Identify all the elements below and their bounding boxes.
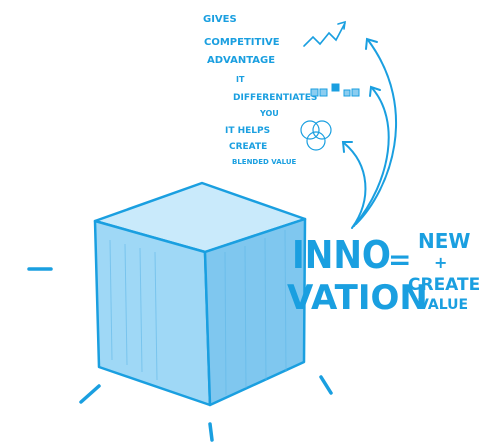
venn-circles-icon — [300, 120, 332, 151]
arrows — [341, 37, 398, 229]
innovation-equation: INNO VATION = NEW + CREATE VALUE — [287, 229, 480, 318]
note-diff-line3: YOU — [259, 109, 279, 118]
innovation-word-bottom: VATION — [287, 278, 428, 318]
blocks-icon — [310, 83, 360, 97]
note-diff-line2: DIFFERENTIATES — [233, 93, 317, 103]
note-diff-line1: IT — [236, 75, 245, 84]
cube-icon — [93, 181, 307, 407]
note-helps-line3: BLENDED VALUE — [232, 158, 297, 166]
note-helps-line1: IT HELPS — [225, 126, 270, 136]
note-competitive-advantage: GIVES COMPETITIVE ADVANTAGE — [203, 14, 280, 66]
innovation-word-top: INNO — [292, 233, 391, 277]
note-competitive-line2: COMPETITIVE — [204, 37, 280, 48]
radiating-lines — [27, 267, 333, 442]
trend-chart-icon — [303, 20, 346, 47]
value-label: VALUE — [418, 297, 468, 313]
note-competitive-line1: GIVES — [203, 14, 237, 25]
plus-sign: + — [434, 253, 447, 272]
note-helps: IT HELPS CREATE BLENDED VALUE — [225, 126, 297, 166]
equals-sign: = — [388, 243, 411, 276]
create-label: CREATE — [408, 275, 480, 295]
note-differentiates: IT DIFFERENTIATES YOU — [233, 75, 317, 118]
note-competitive-line3: ADVANTAGE — [207, 55, 275, 66]
note-helps-line2: CREATE — [229, 142, 267, 152]
new-label: NEW — [418, 229, 470, 253]
